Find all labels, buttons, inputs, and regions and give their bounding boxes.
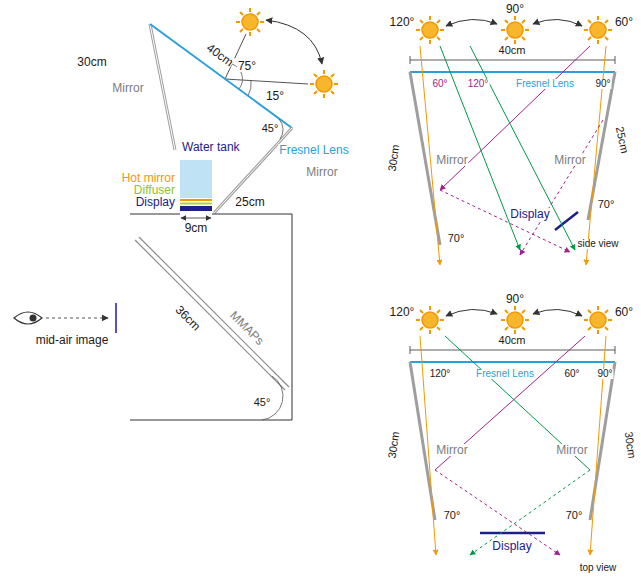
dimension-label: 75° — [237, 60, 257, 72]
dimension-label: 25cm — [234, 196, 265, 208]
top-view-figure — [410, 306, 615, 555]
dimension-label: 25cm — [614, 125, 631, 156]
node-label: Water tank — [182, 141, 240, 153]
dimension-label: Mirror — [111, 82, 144, 94]
dimension-label: Fresnel Lens — [278, 144, 349, 156]
dimension-label: 120° — [389, 306, 416, 318]
dimension-label: 45° — [253, 397, 272, 408]
dimension-label: 40cm — [204, 41, 236, 69]
dimension-label: side view — [576, 239, 619, 249]
dimension-label: Diffuser — [133, 184, 176, 196]
dimension-label: 90° — [596, 369, 613, 379]
dimension-label: 30cm — [623, 430, 638, 460]
dimension-label: 90° — [505, 293, 525, 305]
dimension-label: 15° — [265, 90, 285, 102]
dimension-label: 90° — [505, 3, 525, 15]
dimension-label: 60° — [431, 79, 448, 89]
dimension-label: Mirror — [305, 166, 338, 178]
dimension-label: 70° — [597, 199, 616, 210]
dimension-label: top view — [579, 563, 618, 573]
dimension-label: 36cm — [173, 303, 204, 334]
dimension-label: Hot mirror — [121, 172, 176, 184]
dimension-label: 40cm — [498, 335, 527, 346]
dimension-label: mid-air image — [35, 334, 110, 346]
dimension-label: MMAPs — [227, 308, 267, 348]
dimension-label: 70° — [565, 510, 584, 521]
dimension-label: 40cm — [498, 45, 527, 56]
dimension-label: 90° — [594, 79, 611, 89]
dimension-label: 70° — [447, 233, 466, 244]
dimension-label: 120° — [389, 16, 416, 28]
dimension-label: 60° — [563, 369, 580, 379]
dimension-label: 120° — [467, 79, 490, 89]
apparatus-section — [14, 8, 338, 420]
dimension-label: Mirror — [555, 444, 588, 456]
dimension-label: Fresnel Lens — [515, 79, 575, 89]
dimension-label: 30cm — [76, 56, 107, 68]
dimension-label: 9cm — [184, 222, 209, 234]
dimension-label: Mirror — [435, 444, 468, 456]
dimension-label: 60° — [614, 16, 634, 28]
dimension-label: 30cm — [387, 430, 402, 460]
dimension-label: Fresnel Lens — [475, 369, 535, 379]
dimension-label: Mirror — [553, 154, 586, 166]
dimension-label: 45° — [261, 123, 280, 134]
dimension-label: 70° — [443, 510, 462, 521]
dimension-label: Display — [491, 540, 532, 552]
dimension-label: Display — [509, 208, 550, 220]
dimension-label: Mirror — [435, 154, 468, 166]
dimension-label: 120° — [429, 369, 452, 379]
dimension-label: Display — [135, 196, 176, 208]
dimension-label: 60° — [614, 306, 634, 318]
dimension-label: 30cm — [387, 143, 402, 173]
side-view-figure — [410, 16, 615, 265]
water-tank: Water tank — [180, 160, 212, 198]
